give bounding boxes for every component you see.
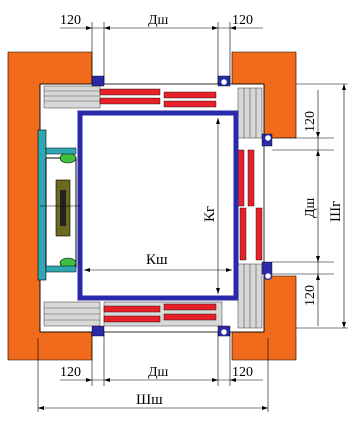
counterweight-core (60, 190, 66, 226)
dimension-arrows (38, 26, 346, 410)
buffer-right-bottom (263, 271, 273, 281)
label-bottom-left-gap: 120 (60, 365, 81, 380)
label-right-bottom-gap: 120 (303, 285, 318, 306)
label-bottom-door-width: Дш (148, 365, 169, 380)
right-door-leaf-4 (255, 207, 263, 261)
top-door-leaf-4 (163, 100, 217, 108)
right-door-leaf-3 (239, 207, 247, 261)
bottom-door-leaf-3 (163, 303, 217, 311)
label-top-left-gap: 120 (60, 13, 81, 28)
buffer-bottom (219, 327, 229, 337)
label-top-right-gap: 120 (232, 13, 253, 28)
bottom-door-leaf-1 (103, 305, 161, 313)
cabin (77, 110, 239, 301)
label-shaft-depth: Шг (328, 201, 344, 222)
bottom-door-leaf-2 (103, 315, 161, 323)
label-bottom-right-gap: 120 (232, 365, 253, 380)
label-shaft-width: Шш (136, 392, 163, 408)
top-door-leaf-2 (99, 97, 161, 105)
bottom-door-frame-left (91, 325, 105, 337)
buffer-top (219, 77, 229, 87)
guide-bracket-top (45, 147, 77, 155)
right-door-leaf-2 (247, 149, 255, 207)
guide-bracket-bottom (45, 265, 77, 273)
label-cabin-width: Кш (146, 252, 168, 268)
bottom-door-assembly (43, 301, 231, 337)
label-right-top-gap: 120 (303, 111, 318, 132)
top-door-frame-left (91, 75, 105, 87)
top-door-panel-left (43, 85, 101, 109)
right-door-leaf-1 (237, 149, 245, 207)
top-door-leaf-1 (99, 88, 161, 96)
label-right-door-width: Дш (303, 197, 318, 218)
label-cabin-depth: Кг (202, 206, 218, 222)
dimension-lines (37, 22, 348, 412)
counterweight-assembly (37, 129, 80, 281)
cabin-floor (85, 118, 231, 293)
buffer-right-top (263, 133, 273, 143)
label-top-door-width: Дш (148, 13, 169, 28)
top-door-leaf-3 (163, 91, 217, 99)
left-rail-bracket (37, 129, 47, 281)
right-door-assembly (237, 87, 273, 329)
bottom-door-leaf-4 (163, 313, 217, 321)
guide-roller-top (59, 152, 77, 164)
